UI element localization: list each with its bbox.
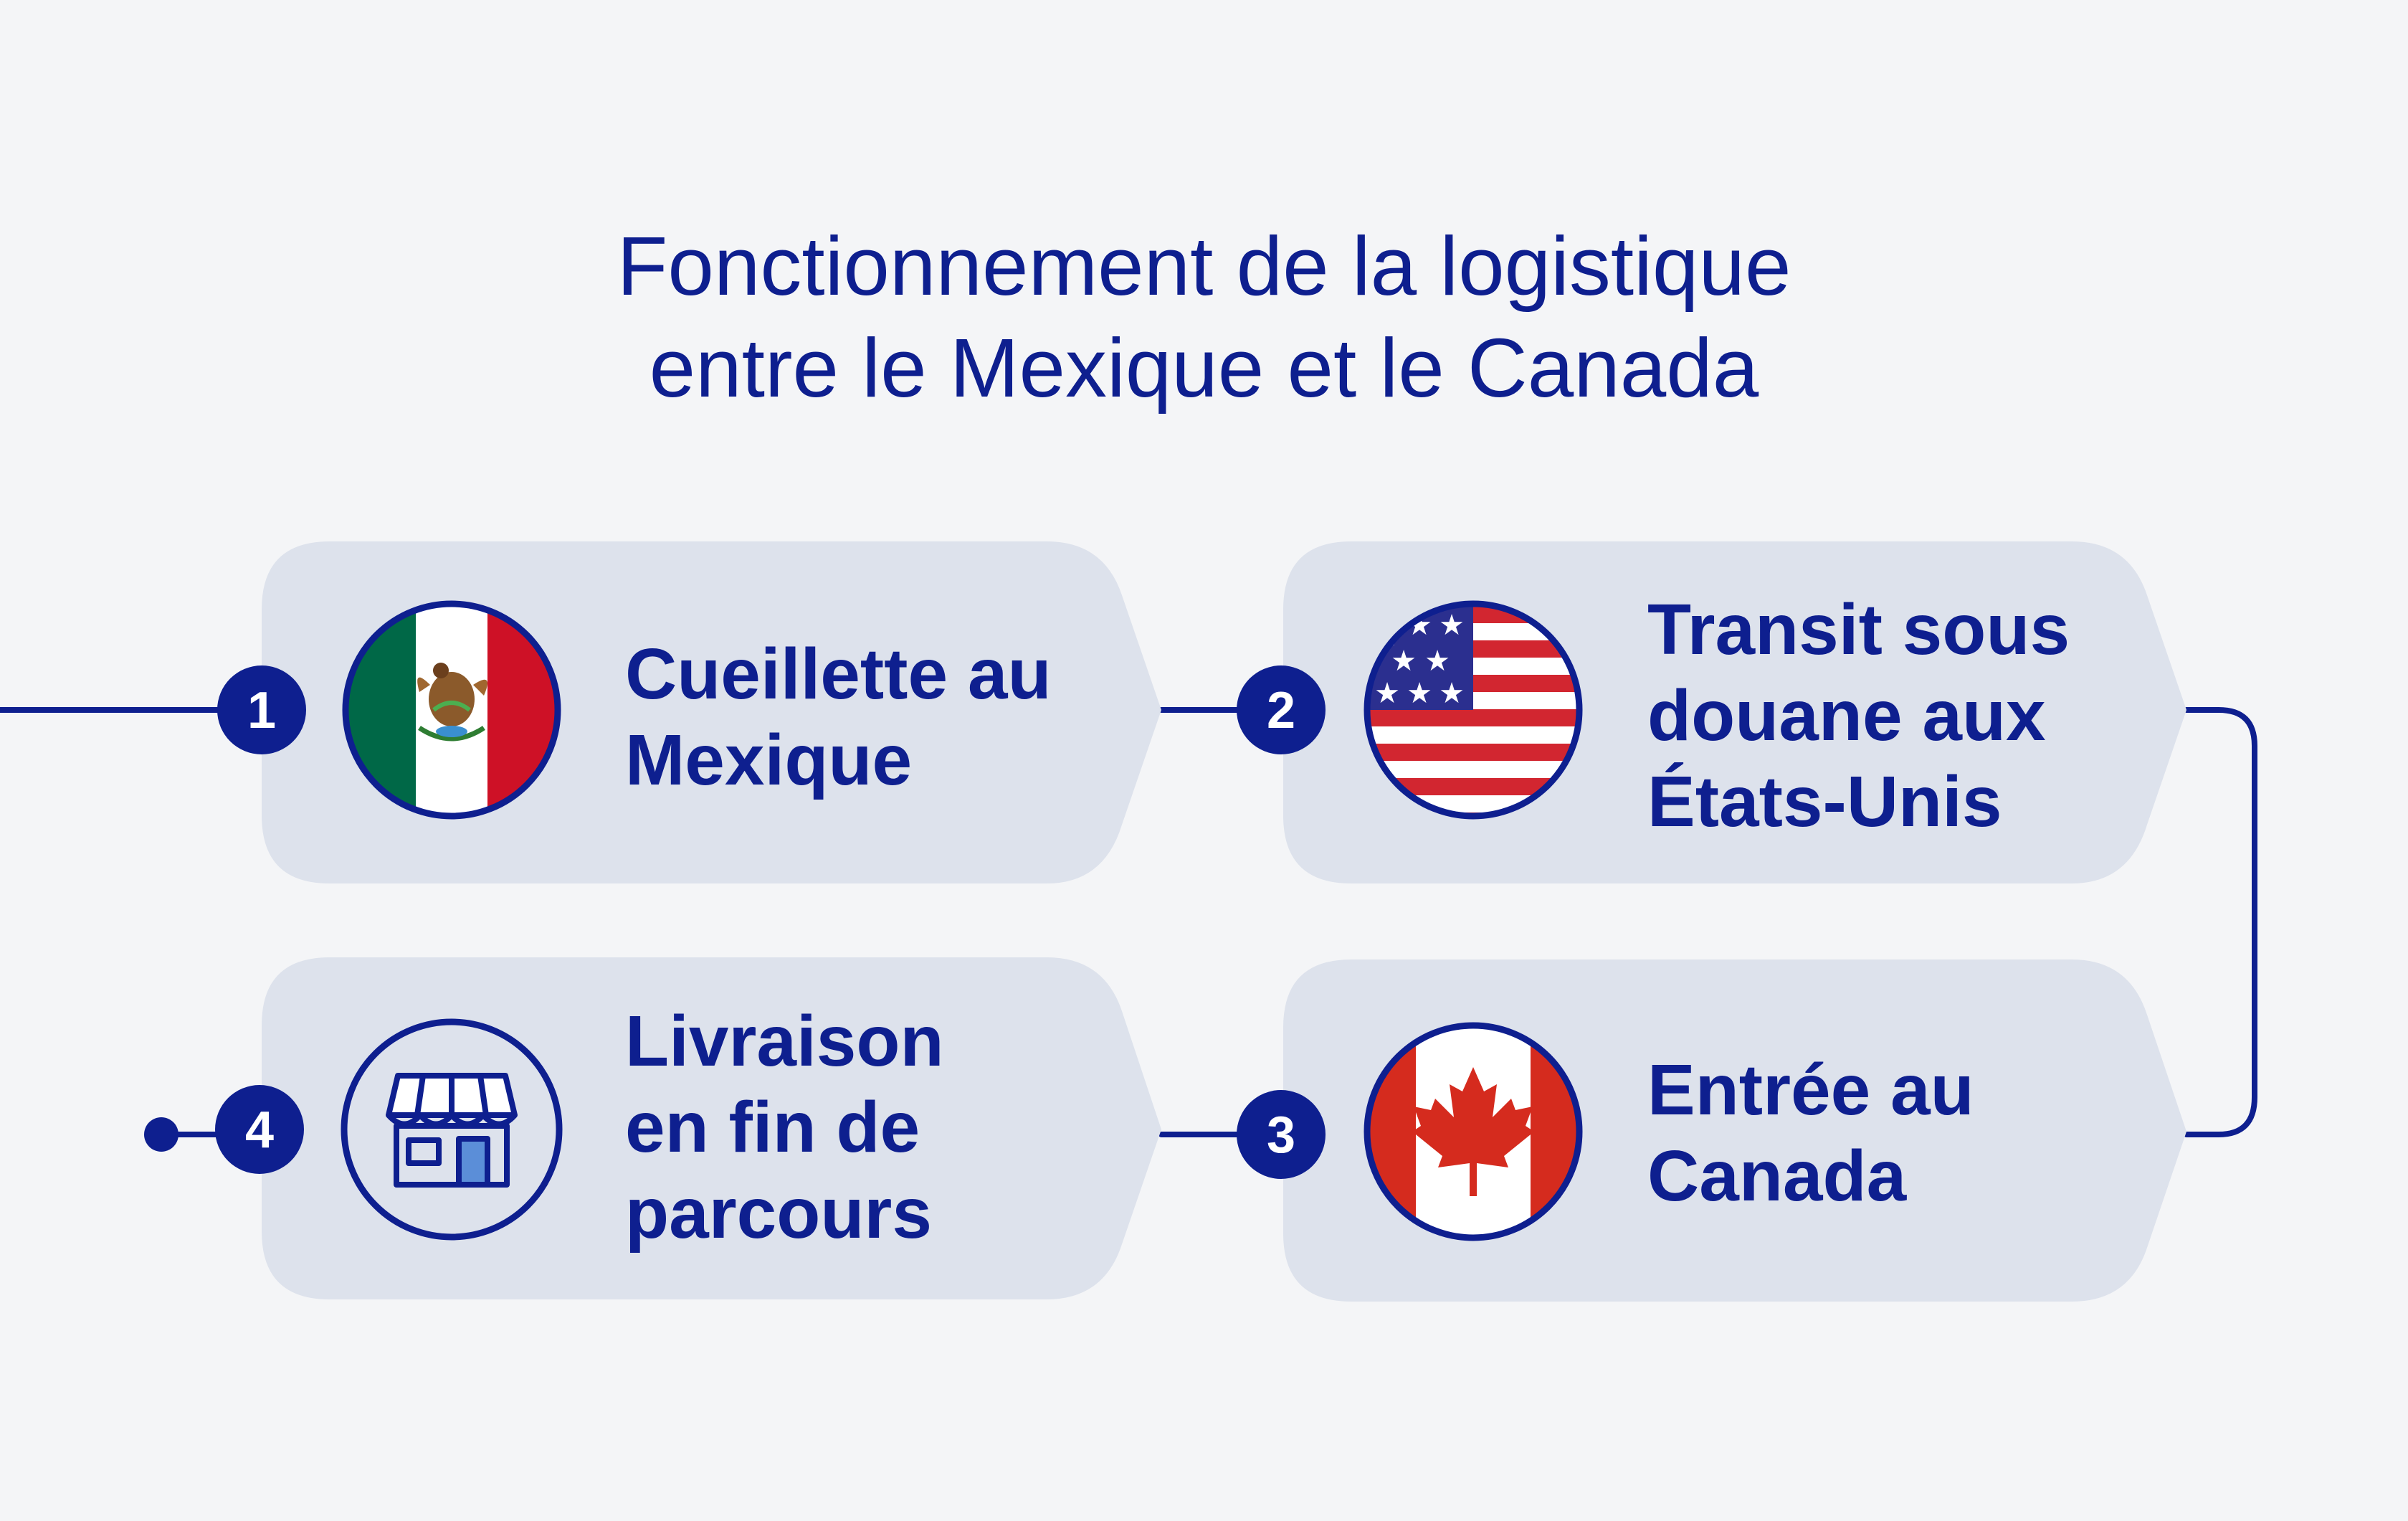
svg-text:★: ★ bbox=[1439, 677, 1465, 710]
step-1-line-2: Mexique bbox=[625, 720, 913, 800]
step-2-line-3: États-Unis bbox=[1647, 762, 2002, 842]
step-2-line-2: douane aux bbox=[1647, 676, 2046, 756]
svg-text:★: ★ bbox=[1407, 677, 1432, 710]
step-card-4 bbox=[262, 957, 1161, 1299]
svg-text:★: ★ bbox=[1374, 677, 1400, 710]
title-line-1: Fonctionnement de la logistique bbox=[617, 219, 1791, 313]
step-label-1: Cueillette au Mexique bbox=[625, 631, 1052, 803]
step-4-line-1: Livraison bbox=[625, 1001, 944, 1081]
step-label-3: Entrée au Canada bbox=[1647, 1047, 1974, 1219]
svg-text:★: ★ bbox=[1424, 645, 1450, 678]
step-number-3: 3 bbox=[1267, 1107, 1295, 1164]
mexico-coat-of-arms bbox=[417, 663, 487, 741]
step-badge-3: 3 bbox=[1237, 1090, 1326, 1179]
step-4-line-2: en fin de bbox=[625, 1087, 920, 1167]
connector-line-2-3 bbox=[2184, 707, 2257, 1137]
step-label-2: Transit sous douane aux États-Unis bbox=[1647, 587, 2070, 845]
step-badge-4: 4 bbox=[215, 1085, 304, 1174]
svg-text:★: ★ bbox=[1439, 609, 1465, 642]
step-label-4: Livraison en fin de parcours bbox=[625, 998, 944, 1256]
maple-leaf-icon bbox=[1412, 1067, 1534, 1196]
storefront-icon bbox=[341, 1018, 563, 1241]
page-title: Fonctionnement de la logistique entre le… bbox=[0, 215, 2408, 419]
step-2-line-1: Transit sous bbox=[1647, 589, 2070, 670]
svg-text:★: ★ bbox=[1391, 645, 1417, 678]
step-number-2: 2 bbox=[1267, 682, 1295, 739]
connector-end-dot bbox=[144, 1117, 179, 1152]
step-1-line-1: Cueillette au bbox=[625, 634, 1052, 714]
step-3-line-2: Canada bbox=[1647, 1136, 1907, 1216]
step-number-1: 1 bbox=[247, 682, 276, 739]
title-line-2: entre le Mexique et le Canada bbox=[649, 321, 1759, 414]
step-badge-1: 1 bbox=[217, 665, 306, 754]
step-badge-2: 2 bbox=[1237, 665, 1326, 754]
usa-flag-icon: ★ ★ ★ ★ ★ ★ ★ ★ bbox=[1364, 600, 1583, 820]
step-4-line-3: parcours bbox=[625, 1173, 932, 1254]
step-number-4: 4 bbox=[245, 1101, 274, 1159]
step-3-line-1: Entrée au bbox=[1647, 1050, 1974, 1130]
